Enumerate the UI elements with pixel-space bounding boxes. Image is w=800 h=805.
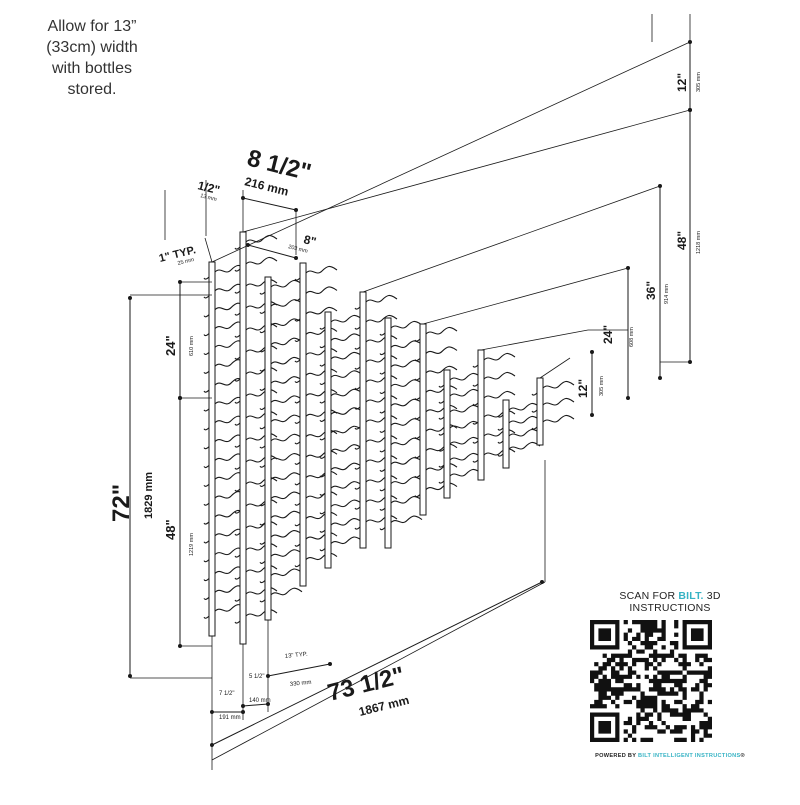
bottle-width-note: Allow for 13” (33cm) width with bottles … — [22, 16, 162, 100]
s12-mm: 305 mm — [599, 376, 605, 396]
rail-7 — [384, 317, 392, 549]
rail-12 — [536, 377, 544, 446]
qr-code[interactable] — [590, 620, 712, 742]
dim-r24-ends — [626, 266, 631, 400]
rail-3 — [264, 276, 272, 621]
rail-8 — [419, 323, 427, 516]
dim-rail-depth — [247, 244, 297, 259]
qr-scan-prefix: SCAN FOR — [619, 590, 679, 602]
guide-top-5 — [480, 329, 589, 351]
height-mm: 1829 mm — [143, 472, 155, 519]
r24-mm: 608 mm — [629, 327, 635, 347]
dim-col3-ends — [266, 662, 333, 678]
dim-col2-ends — [241, 702, 271, 708]
rail-8-pegs — [414, 326, 458, 498]
rail-3-pegs — [259, 279, 303, 603]
lower-mm: 1219 mm — [189, 533, 195, 556]
note-line-4: stored. — [67, 81, 117, 98]
qr-powered-prefix: POWERED BY — [595, 753, 639, 759]
col3-in: 13" TYP. — [285, 652, 309, 660]
rail-7-pegs — [379, 320, 423, 531]
rail-10-pegs — [472, 352, 516, 463]
rail-11 — [502, 399, 510, 469]
rail-6-pegs — [354, 294, 398, 530]
dim-s12-ends — [590, 350, 595, 417]
col3-mm: 330 mm — [290, 680, 312, 688]
guide-top-3 — [362, 185, 661, 293]
offset-mm: 25 mm — [177, 257, 195, 267]
qr-powered-brand: BILT INTELLIGENT INSTRUCTIONS — [638, 753, 741, 759]
dim-r36-ends — [658, 184, 663, 380]
rail-10 — [477, 349, 485, 481]
gap-in: 1/2" — [196, 178, 221, 197]
qr-brand: BILT. — [678, 590, 704, 602]
dim-depth-main — [242, 197, 297, 211]
offset-leader — [204, 237, 213, 263]
dim-depth-main-ends — [241, 196, 299, 212]
rail-9-pegs — [438, 372, 482, 484]
rail-1 — [208, 261, 216, 637]
qr-powered-mark: ® — [740, 753, 745, 759]
note-line-3: with bottles — [51, 60, 133, 77]
guide-bottom — [211, 581, 546, 761]
qr-modules — [590, 620, 712, 742]
guide-top-1 — [211, 41, 691, 263]
r36-in: 36" — [644, 281, 658, 300]
dim-width — [211, 581, 543, 746]
rail-4 — [299, 262, 307, 587]
rail-depth-mm: 203 mm — [288, 244, 309, 255]
r24-in: 24" — [601, 325, 615, 344]
dim-width-ends — [210, 580, 545, 747]
rack-geometry — [128, 14, 693, 770]
height-in: 72" — [108, 484, 135, 522]
col2-mm: 140 mm — [249, 698, 271, 704]
upper-in: 24" — [163, 335, 178, 356]
rail-9 — [443, 369, 451, 499]
rail-12-pegs — [531, 380, 575, 430]
guide-top-6 — [539, 357, 571, 379]
col2-in: 5 1/2" — [249, 674, 264, 680]
dim-height-ends — [128, 296, 133, 678]
rail-5 — [324, 311, 332, 569]
r48-mm: 1218 mm — [696, 231, 702, 254]
guide-top-4 — [422, 267, 629, 325]
rail-2-pegs — [234, 234, 278, 624]
rail-1-pegs — [203, 264, 247, 619]
lower-in: 48" — [163, 519, 178, 540]
upper-mm: 610 mm — [189, 336, 195, 356]
guide-top-2 — [242, 109, 691, 233]
qr-scan-title: SCAN FOR BILT. 3D INSTRUCTIONS — [590, 590, 750, 614]
r36-mm: 914 mm — [664, 284, 670, 304]
note-line-1: Allow for 13” — [47, 18, 137, 35]
dim-rail-depth-ends — [246, 243, 299, 260]
rail-depth-in: 8" — [302, 232, 317, 249]
rail-5-pegs — [319, 314, 363, 552]
col1-mm: 191 mm — [219, 715, 241, 721]
qr-scan-suffix: 3D INSTRUCTIONS — [629, 590, 721, 614]
r48-in: 48" — [675, 231, 689, 250]
s12-in: 12" — [576, 379, 590, 398]
rail-2 — [239, 231, 247, 645]
dim-col3 — [267, 663, 331, 677]
note-line-2: (33cm) width — [46, 39, 138, 56]
r12-in: 12" — [675, 73, 689, 92]
dim-col1-ends — [210, 710, 246, 714]
gap-mm: 13 mm — [200, 193, 218, 203]
dim-lower-ends — [178, 396, 183, 648]
qr-block: SCAN FOR BILT. 3D INSTRUCTIONS POWERED B… — [590, 590, 750, 759]
dim-r48-ends — [688, 108, 693, 364]
r12-mm: 305 mm — [696, 72, 702, 92]
rail-11-pegs — [497, 402, 541, 457]
dim-col2 — [242, 703, 269, 707]
col1-in: 7 1/2" — [219, 691, 234, 697]
rail-6 — [359, 291, 367, 549]
rail-4-pegs — [294, 265, 338, 568]
qr-powered-by: POWERED BY BILT INTELLIGENT INSTRUCTIONS… — [590, 753, 750, 759]
